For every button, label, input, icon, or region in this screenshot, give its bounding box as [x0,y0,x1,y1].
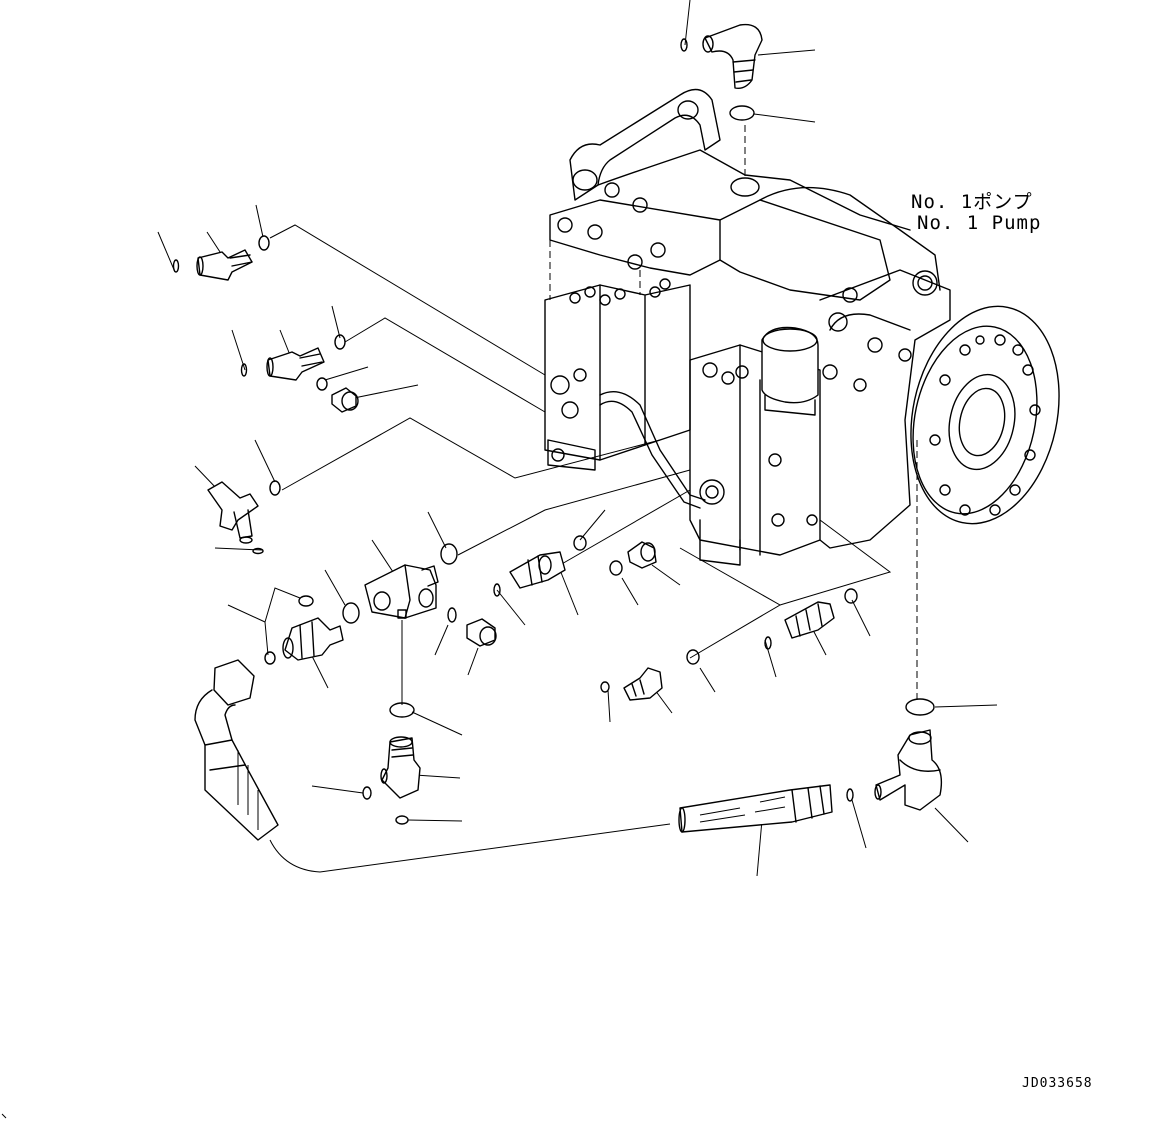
o-ring-icon [846,788,854,802]
o-ring-icon [258,235,270,251]
o-ring-icon [493,583,501,597]
o-ring-icon [905,698,935,716]
o-ring-icon [269,480,281,496]
elbow-fitting-icon [702,23,763,90]
elbow-fitting-icon [874,729,943,811]
o-ring-icon [334,334,346,350]
o-ring-icon [395,815,409,825]
o-ring-icon [573,535,587,551]
o-ring-icon [252,547,264,555]
o-ring-icon [342,602,360,624]
elbow-fitting-icon [282,617,344,661]
pump-label-en: No. 1 Pump [917,212,1042,234]
o-ring-icon [316,377,328,391]
plug-icon [466,618,497,647]
o-ring-icon [680,38,688,52]
o-ring-icon [298,595,314,607]
elbow-fitting-icon [623,667,663,701]
o-ring-icon [389,702,415,718]
corner-mark [1,1113,7,1119]
hydraulic-pump-icon [544,88,1060,566]
drawing-code: JD033658 [1022,1076,1093,1091]
plug-icon [627,541,657,569]
elbow-fitting-icon [196,249,253,281]
o-ring-icon [729,105,755,121]
callout-lines [157,0,998,877]
o-ring-icon [764,636,772,650]
o-ring-icon [447,607,457,623]
hose-icon [678,784,833,833]
o-ring-icon [362,786,372,800]
elbow-fitting-icon [266,347,325,381]
o-ring-icon [844,588,858,604]
hose-icon [194,659,279,841]
plug-icon [331,387,359,413]
o-ring-icon [686,649,700,665]
elbow-fitting-icon [380,736,421,799]
o-ring-icon [172,259,180,273]
elbow-fitting-icon [207,481,259,544]
elbow-fitting-icon [509,551,566,589]
tee-fitting-icon [364,564,439,619]
elbow-fitting-icon [784,601,835,639]
o-ring-icon [440,543,458,565]
o-ring-icon [240,363,248,377]
o-ring-icon [264,651,276,665]
o-ring-icon [609,560,623,576]
pump-label-jp: No. 1ポンプ [911,191,1033,213]
o-ring-icon [600,681,610,693]
